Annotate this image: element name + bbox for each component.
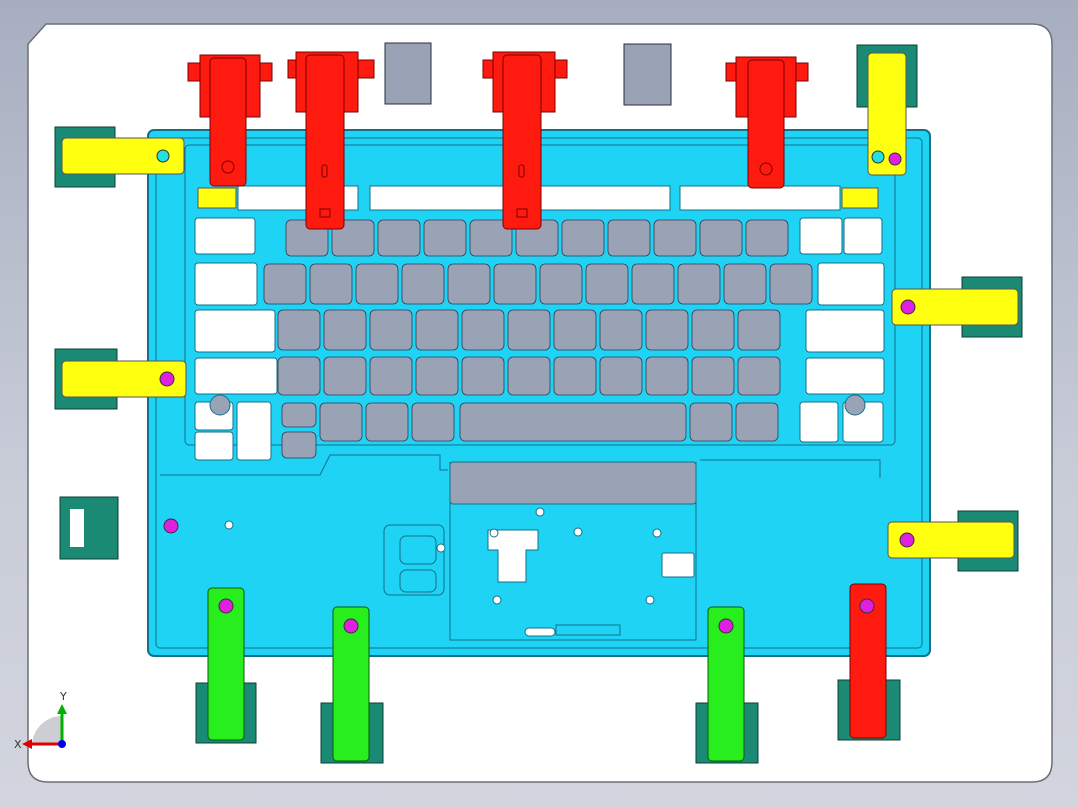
- red-clamp-bottom[interactable]: [837, 583, 901, 741]
- keycap: [553, 356, 597, 396]
- keycap: [507, 356, 551, 396]
- green-clamp-bottom-1[interactable]: [195, 587, 257, 744]
- yellow-clamp-top-right[interactable]: [856, 44, 918, 176]
- keycap: [355, 263, 399, 305]
- keycap: [365, 402, 409, 442]
- keycap: [415, 309, 459, 351]
- keycap: [377, 219, 421, 257]
- green-clamp-bottom-3[interactable]: [695, 606, 759, 764]
- keycap: [461, 356, 505, 396]
- support-block-left[interactable]: [384, 42, 432, 105]
- keycap: [411, 402, 455, 442]
- red-clamp-top-3[interactable]: [482, 51, 568, 230]
- keycap: [281, 431, 317, 459]
- keycap: [461, 309, 505, 351]
- keycap: [735, 402, 779, 442]
- keycap: [459, 402, 687, 442]
- keycap: [645, 309, 689, 351]
- keycap: [447, 263, 491, 305]
- support-block-right[interactable]: [623, 43, 672, 106]
- keycap: [323, 309, 367, 351]
- keycap: [493, 263, 537, 305]
- keycap: [423, 219, 467, 257]
- green-clamp-bottom-2[interactable]: [320, 606, 384, 764]
- red-clamp-top-2[interactable]: [287, 51, 375, 230]
- yellow-clamp-left-upper[interactable]: [54, 126, 185, 188]
- teal-block-left-lower[interactable]: [59, 496, 179, 560]
- keycap: [737, 356, 781, 396]
- keycap: [645, 356, 689, 396]
- keycap: [691, 309, 735, 351]
- keycap: [309, 263, 353, 305]
- keycap: [561, 219, 605, 257]
- keycap: [699, 219, 743, 257]
- axis-y-label: Y: [59, 690, 67, 703]
- keycap: [585, 263, 629, 305]
- keycap: [631, 263, 675, 305]
- keycap: [281, 402, 317, 428]
- keycap: [553, 309, 597, 351]
- keycap: [277, 356, 321, 396]
- keycap: [331, 219, 375, 257]
- keycap: [723, 263, 767, 305]
- axis-triad: Y X: [14, 690, 67, 751]
- keycap: [745, 219, 789, 257]
- keycap: [263, 263, 307, 305]
- keyboard-frame-part[interactable]: [147, 129, 931, 657]
- keycap: [737, 309, 781, 351]
- keycap: [607, 219, 651, 257]
- yellow-clamp-right-lower[interactable]: [887, 510, 1019, 572]
- axis-x-label: X: [14, 738, 22, 751]
- yellow-clamp-left-middle[interactable]: [54, 348, 187, 410]
- keycap: [319, 402, 363, 442]
- keycap: [469, 219, 513, 257]
- keycap: [507, 309, 551, 351]
- keycap: [599, 356, 643, 396]
- yellow-clamp-right-upper[interactable]: [891, 276, 1023, 338]
- keycap: [369, 309, 413, 351]
- red-clamp-top-1[interactable]: [187, 54, 273, 187]
- keycap: [415, 356, 459, 396]
- keycap: [689, 402, 733, 442]
- keycap: [539, 263, 583, 305]
- keycap: [599, 309, 643, 351]
- keycap: [369, 356, 413, 396]
- keycap-grid: [263, 219, 813, 459]
- keycap: [769, 263, 813, 305]
- keycap: [401, 263, 445, 305]
- keycap: [277, 309, 321, 351]
- keycap: [323, 356, 367, 396]
- red-clamp-top-4[interactable]: [725, 56, 809, 189]
- keycap: [677, 263, 721, 305]
- keycap: [653, 219, 697, 257]
- keycap: [691, 356, 735, 396]
